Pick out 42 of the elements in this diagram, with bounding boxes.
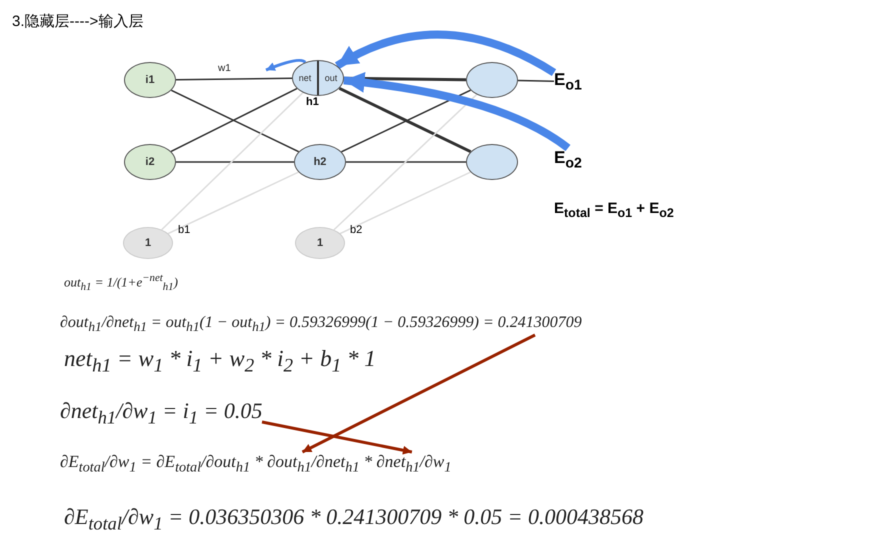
node-caption: b2	[350, 224, 362, 236]
arrow	[262, 420, 412, 455]
neuron-label: i1	[145, 74, 155, 86]
connection-line	[161, 92, 304, 230]
neuron-label: out	[324, 73, 338, 83]
neuron-label: h2	[314, 156, 326, 168]
neuron-circle	[295, 227, 345, 259]
neuron-circle	[466, 144, 518, 180]
connection-line	[340, 171, 471, 234]
formula: ∂E$_{total}$/∂w$_{1}$ = 0.036350306 * 0.241300709 * 0.05 = 0.000438568	[64, 504, 644, 534]
title: 3.隐藏层---->输入层	[12, 12, 144, 31]
arrow	[343, 72, 570, 152]
error-label: E$_{o2}$	[554, 148, 582, 172]
formula: ∂E$_{total}$/∂w$_{1}$ = ∂E$_{total}$/∂out$_{h1}$ * ∂out$_{h1}$/∂net$_{h1}$ * ∂net$_{h1}$/∂w$_{1}$	[60, 452, 452, 476]
node-caption: b1	[178, 224, 190, 236]
formula: ∂out$_{h1}$/∂net$_{h1}$ = out$_{h1}$(1 − out$_{h1}$) = 0.59326999(1 − 0.59326999) = 0.241300709	[60, 314, 582, 336]
connection-line	[168, 171, 299, 234]
arrow	[335, 30, 556, 76]
equation-label: E$_{total}$ = E$_{o1}$ + E$_{o2}$	[554, 200, 674, 220]
neuron-label: 1	[316, 237, 324, 249]
node-caption: h1	[306, 96, 319, 108]
arrow	[302, 334, 536, 454]
connection-line	[176, 78, 292, 80]
neuron-circle	[124, 144, 176, 180]
neuron-circle	[294, 144, 346, 180]
neuron-label: net	[298, 73, 312, 83]
neuron-circle	[466, 62, 518, 98]
error-label: E$_{o1}$	[554, 70, 582, 94]
neuron-label: i2	[145, 156, 155, 168]
connection-line	[518, 80, 554, 82]
arrow	[265, 58, 306, 72]
edge-label: w1	[218, 64, 231, 74]
connection-line	[176, 161, 294, 163]
formula: out$_{h1}$ = 1/(1+e$^{−net}$$_{h1}$)	[64, 272, 178, 293]
neuron-circle	[124, 62, 176, 98]
neuron-label: 1	[144, 237, 152, 249]
connection-line	[346, 161, 466, 163]
neuron-circle	[292, 60, 344, 96]
connection-line	[333, 94, 478, 230]
formula: net$_{h1}$ = w$_{1}$ * i$_{1}$ + w$_{2}$ * i$_{2}$ + b$_{1}$ * 1	[64, 346, 376, 378]
neuron-circle	[123, 227, 173, 259]
formula: ∂net$_{h1}$/∂w$_{1}$ = i$_{1}$ = 0.05	[60, 398, 262, 428]
